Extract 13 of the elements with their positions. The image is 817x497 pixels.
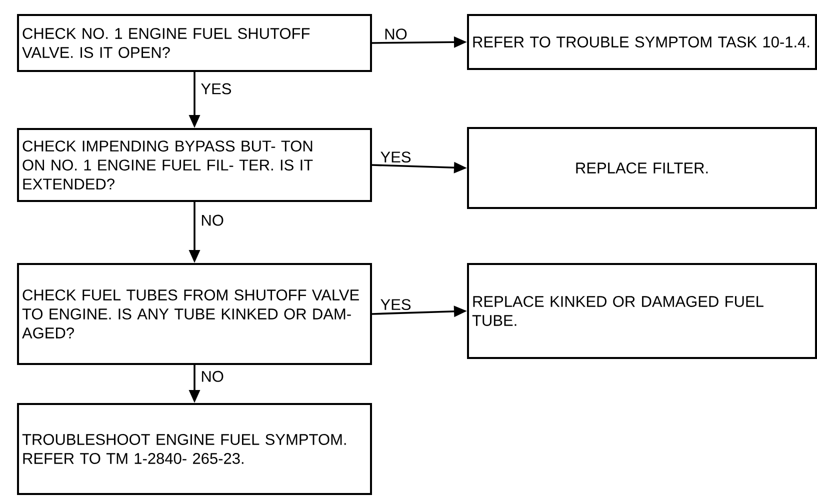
action-box: REPLACE KINKED OR DAMAGED FUEL TUBE. xyxy=(467,263,817,359)
action-box: REPLACE FILTER. xyxy=(467,127,817,209)
edge-label: YES xyxy=(379,150,412,164)
edge-label: YES xyxy=(379,298,412,312)
edge-label: NO xyxy=(200,214,225,227)
decision-box: CHECK FUEL TUBES FROM SHUTOFF VALVE TO ENGINE. IS ANY TUBE KINKED OR DAM- AGED? xyxy=(17,263,372,365)
decision-box: CHECK NO. 1 ENGINE FUEL SHUTOFF VALVE. IS IT OPEN? xyxy=(17,14,372,72)
edge-label: NO xyxy=(383,28,408,41)
action-box: REFER TO TROUBLE SYMPTOM TASK 10-1.4. xyxy=(467,14,817,70)
decision-box: CHECK IMPENDING BYPASS BUT- TON ON NO. 1 ENGINE FUEL FIL- TER. IS IT EXTENDED? xyxy=(17,128,372,202)
action-box: TROUBLESHOOT ENGINE FUEL SYMPTOM. REFER TO TM 1-2840- 265-23. xyxy=(17,403,372,495)
edge-label: YES xyxy=(200,82,233,96)
edge-label: NO xyxy=(200,370,225,383)
